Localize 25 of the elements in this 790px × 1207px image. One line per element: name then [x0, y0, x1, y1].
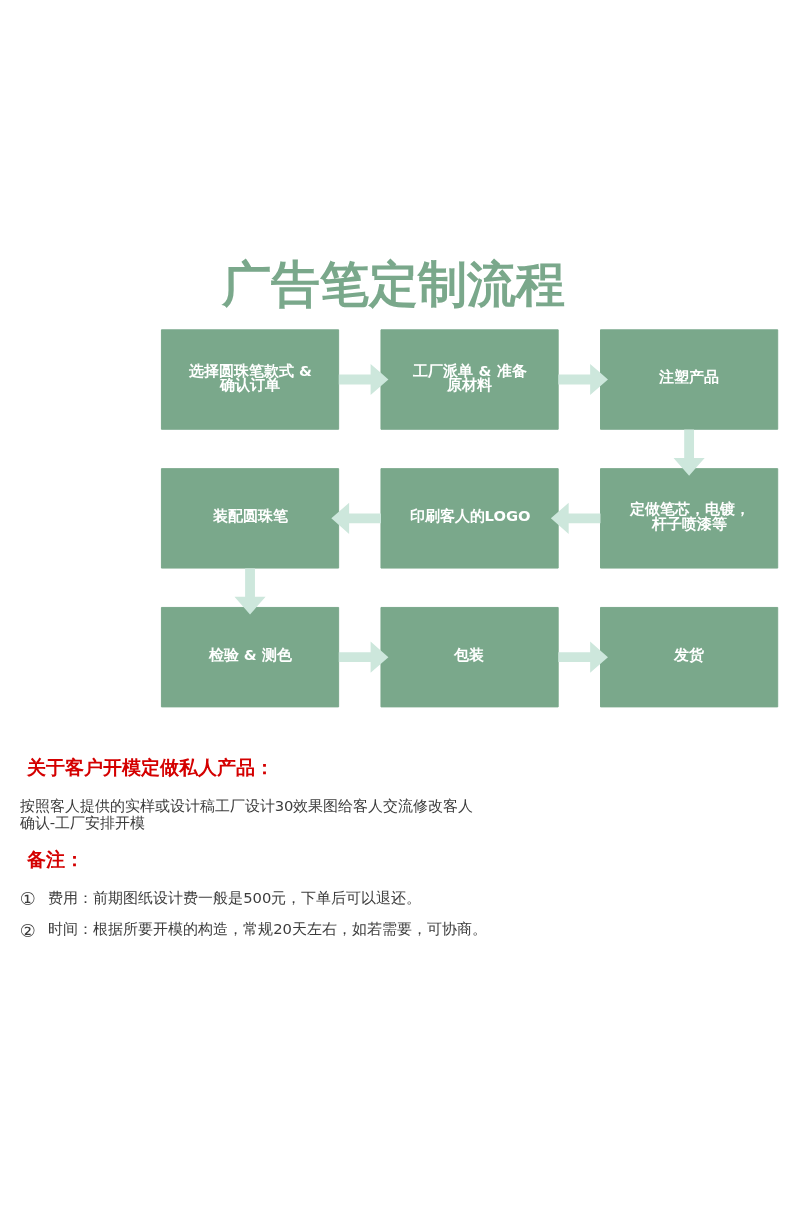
arrow — [550, 502, 601, 534]
arrow — [673, 429, 705, 476]
label: ② — [19, 920, 36, 941]
diagram-title: 广告笔定制流程 — [221, 254, 565, 313]
node-box: 印刷客人的LOGO — [380, 467, 559, 569]
arrow — [331, 502, 381, 534]
arrow — [338, 641, 389, 673]
node-box: 发货 — [600, 606, 779, 707]
node-box: 检验 & 测色 — [160, 606, 340, 707]
node-box: 选择圆珠笔款式 & 确认订单 — [160, 328, 340, 430]
label: 关于客户开模定做私人产品： — [26, 756, 274, 778]
node-box: 注塑产品 — [600, 328, 779, 430]
arrow — [558, 641, 608, 673]
label: 备注： — [26, 848, 84, 870]
arrow — [338, 363, 389, 395]
node-box: 装配圆珠笔 — [160, 467, 340, 569]
label: 时间：根据所要开模的构造，常规20天左右，如若需要，可协商。 — [48, 919, 487, 937]
label: ① — [19, 888, 36, 909]
arrow — [558, 363, 608, 395]
arrow — [234, 567, 266, 614]
node-box: 包装 — [380, 606, 559, 707]
label: 费用：前期图纸设计费一般是500元，下单后可以退还。 — [48, 888, 422, 906]
node-box: 定做笔芯，电镀，杆子喷漆等 — [600, 467, 779, 569]
node-box: 工厂派单 & 准备原材料 — [380, 328, 559, 430]
label: 按照客人提供的实样或设计稿工厂设计30效果图给客人交流修改客人确认-工厂安排开模 — [19, 796, 474, 831]
